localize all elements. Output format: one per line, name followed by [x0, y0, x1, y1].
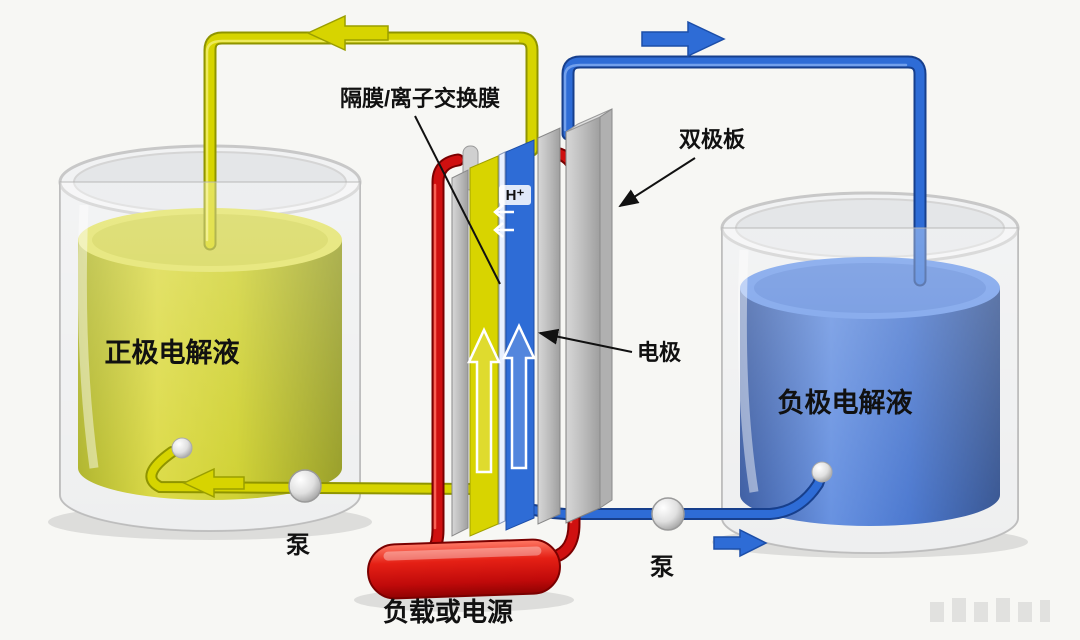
membrane-leader-line [414, 115, 501, 285]
load-capsule [367, 538, 561, 600]
proton-arrows [493, 204, 514, 238]
positive-tank [58, 31, 539, 532]
load-label: 负载或电源 [383, 597, 513, 627]
right-outlet-connector [811, 461, 833, 483]
positive-electrolyte-label: 正极电解液 [105, 338, 240, 368]
negative-tank [561, 55, 1020, 554]
electrode-leader-line [538, 328, 633, 353]
membrane-label: 隔膜/离子交换膜 [340, 86, 500, 111]
pump-left-label: 泵 [286, 532, 310, 559]
bipolar-plate-right-side [599, 108, 613, 509]
left-outlet-connector [171, 437, 193, 459]
electrode-label: 电极 [637, 340, 682, 365]
watermark [930, 598, 1050, 622]
negative-internal-flow-arrow [502, 323, 536, 470]
left-pump [288, 469, 322, 503]
negative-flow-arrow-bottom [713, 528, 768, 558]
negative-top-pipe [561, 55, 927, 287]
bipolar-plate-right-front [565, 116, 601, 524]
right-tank-glass-front [721, 227, 1019, 554]
negative-bottom-pipe [514, 462, 830, 520]
bipolar-plate-left [451, 169, 469, 537]
left-tank-glass-highlight [77, 204, 99, 469]
positive-bottom-pipe [145, 446, 482, 495]
positive-flow-arrow-bottom [182, 467, 245, 499]
left-tank-glass-front [59, 181, 361, 532]
cell-stack [451, 108, 613, 537]
proton-chip [499, 185, 531, 205]
right-pump [651, 497, 685, 531]
ion-exchange-membrane [498, 151, 506, 525]
positive-flow-arrow-top [306, 14, 389, 52]
bipolar-plate-label: 双极板 [679, 127, 746, 152]
right-tank-glass-highlight [737, 249, 759, 493]
pump-right-label: 泵 [650, 554, 674, 581]
proton-label: H⁺ [506, 187, 525, 204]
negative-flow-arrow-top [641, 20, 726, 58]
bipolar-plate-mid [537, 127, 561, 525]
positive-internal-flow-arrow [467, 327, 501, 474]
bipolar-leader-line [618, 157, 696, 208]
negative-electrolyte-label: 负极电解液 [778, 388, 913, 418]
